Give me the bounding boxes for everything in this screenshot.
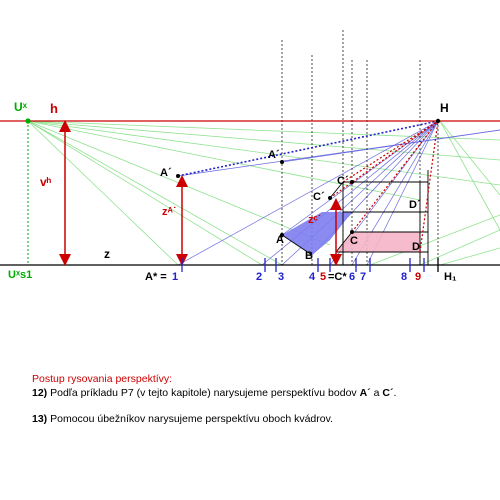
a-point	[280, 233, 284, 237]
step-13-number: 13)	[32, 413, 48, 425]
ux-s1-label: Uˣs1	[8, 269, 32, 281]
c-dot-left-point	[328, 196, 332, 200]
step-12-point-a: A´	[359, 387, 371, 399]
procedure-heading: Postup rysovania perspektívy:	[32, 373, 173, 385]
tick-5: 5	[320, 271, 326, 283]
a-star-label: A* =	[145, 271, 167, 283]
step-12-number: 12)	[32, 387, 48, 399]
step-12-end: .	[393, 387, 397, 399]
a-dot-upper-label: A´	[268, 149, 280, 161]
zc-label: zᶜ˙	[308, 214, 321, 226]
step-13: 13) Pomocou úbežníkov narysujeme perspek…	[32, 413, 333, 425]
tick-6: 6	[349, 271, 355, 283]
h-point-label: H	[440, 101, 449, 115]
c-label: C	[350, 235, 358, 247]
ux-label: Uˣ	[14, 100, 28, 114]
c-point	[350, 230, 354, 234]
tick-8: 8	[401, 271, 407, 283]
d-label: D	[412, 241, 420, 253]
a-label: A	[276, 234, 284, 246]
c-dot-left-label: C´	[313, 191, 325, 203]
tick-1: 1	[172, 271, 178, 283]
a-dot-left-point	[176, 174, 180, 178]
h1-label: H₁	[444, 271, 457, 283]
c-star-label: =C*	[328, 271, 347, 283]
tick-9: 9	[415, 271, 421, 283]
red-dotted-lines	[329, 120, 439, 253]
blue-dotted-line	[177, 120, 439, 177]
z-label: z	[104, 247, 110, 261]
d-dot-label: D´	[409, 199, 421, 211]
dashed-verticals	[281, 30, 439, 265]
tick-4: 4	[309, 271, 316, 283]
ux-point	[25, 118, 31, 124]
green-guide-lines	[27, 120, 500, 266]
b-label: B	[305, 250, 313, 262]
tick-7: 7	[360, 271, 366, 283]
a-dot-left-label: A´	[160, 167, 172, 179]
a-dot-upper-point	[280, 160, 284, 164]
step-12-and: a	[370, 387, 383, 399]
tick-2: 2	[256, 271, 262, 283]
step-12: 12) Podľa príkladu P7 (v tejto kapitole)…	[32, 387, 396, 399]
h-point-dot	[435, 118, 441, 124]
c-dot-upper-label: C´	[337, 175, 349, 187]
c-dot-upper-point	[350, 180, 354, 184]
step-12-text: Podľa príkladu P7 (v tejto kapitole) nar…	[47, 387, 360, 399]
h-label: h	[50, 101, 58, 116]
shaded-base-right	[336, 232, 420, 252]
za-label: zᴬ˙	[162, 206, 177, 218]
step-12-point-c: C´	[382, 387, 394, 399]
ground-ticks	[181, 258, 425, 272]
step-13-text: Pomocou úbežníkov narysujeme perspektívu…	[47, 413, 333, 425]
tick-3: 3	[278, 271, 284, 283]
vh-label: vʰ	[40, 175, 52, 189]
